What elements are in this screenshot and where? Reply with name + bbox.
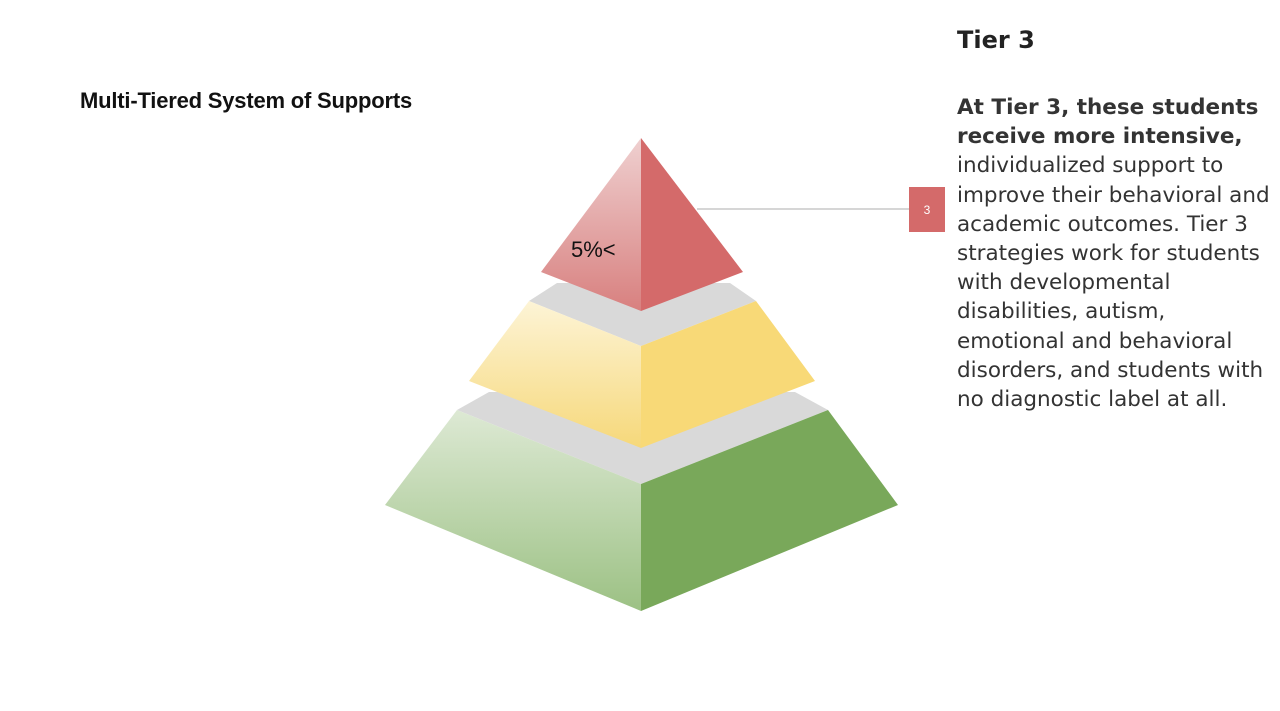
tier-1-face-left: [385, 410, 641, 611]
tier-3-percent-label: 5%<: [571, 237, 616, 262]
diagram-title: Multi-Tiered System of Supports: [80, 88, 412, 113]
panel-heading: Tier 3: [957, 26, 1035, 54]
panel-body-bold: At Tier 3, these students receive more i…: [957, 95, 1259, 150]
tier-2-face-left: [469, 301, 641, 448]
tier-3-face-left: [541, 138, 641, 311]
tier-2-segment[interactable]: [469, 301, 815, 448]
tier-1-segment[interactable]: [385, 410, 898, 611]
panel-body-text: individualized support to improve their …: [957, 153, 1270, 413]
tier-separator-upper: [529, 283, 756, 346]
tier-2-face-right: [641, 301, 815, 448]
tier-3-face-right: [641, 138, 743, 311]
tier-3-callout-badge[interactable]: 3: [909, 187, 945, 232]
tier-1-face-right: [641, 410, 898, 611]
panel-body: At Tier 3, these students receive more i…: [957, 93, 1275, 414]
tier-3-segment[interactable]: 5%<: [541, 138, 743, 311]
